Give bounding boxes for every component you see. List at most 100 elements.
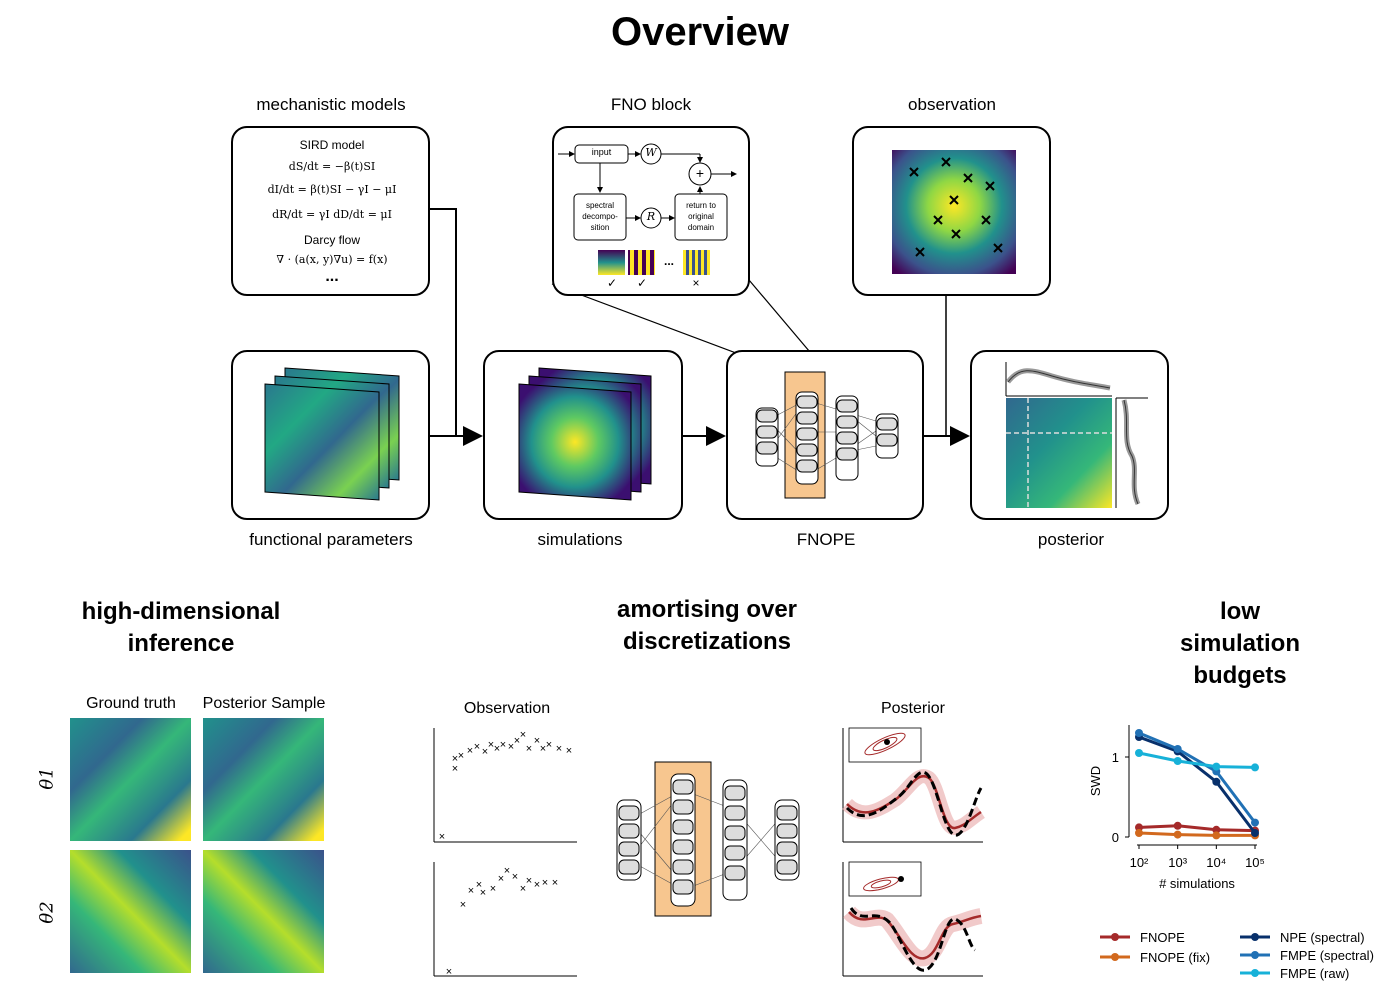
fno-block-box: input W + spectral decompo- sition R ret… [552, 126, 750, 296]
svg-text:×: × [467, 745, 473, 757]
posterior-sample-label: Posterior Sample [202, 695, 326, 712]
svg-text:×: × [490, 883, 496, 895]
svg-text:×: × [556, 743, 562, 755]
svg-text:×: × [542, 877, 548, 889]
simulations-box [483, 350, 683, 520]
svg-text:×: × [514, 735, 520, 747]
heading-line: inference [127, 630, 235, 657]
high-dim-heading: high-dimensional inference [82, 596, 281, 660]
network-diagram [616, 761, 800, 917]
y-tick-label: 1 [1112, 750, 1119, 765]
data-point [1173, 757, 1182, 765]
functional-parameters-caption: functional parameters [249, 530, 413, 549]
svg-text:×: × [504, 865, 510, 877]
data-point [1135, 749, 1143, 757]
legend-label: NPE (spectral) [1280, 930, 1365, 945]
data-point [1135, 823, 1143, 832]
svg-text:×: × [480, 887, 486, 899]
sird-model-title: SIRD model [299, 138, 365, 152]
svg-text:×: × [520, 883, 526, 895]
posterior-caption: posterior [1037, 530, 1105, 549]
svg-text:×: × [494, 743, 500, 755]
svg-text:×: × [534, 879, 540, 891]
simulation-stack [518, 367, 652, 501]
fnope-box [726, 350, 924, 520]
series-line [1138, 731, 1257, 824]
cross-icon: × [692, 276, 700, 290]
svg-text:×: × [540, 743, 546, 755]
data-point [1212, 762, 1221, 771]
data-point [1135, 729, 1143, 737]
series-line [1138, 751, 1256, 769]
legend-marker [1251, 969, 1259, 977]
svg-text:×: × [439, 831, 445, 843]
heading-line: discretizations [622, 628, 792, 655]
fno-block-diagram [558, 143, 737, 275]
more-models-ellipsis: ... [325, 268, 339, 285]
svg-text:×: × [512, 871, 518, 883]
w-operator-label: W [645, 146, 657, 159]
sird-equation-i: dI/dt = β(t)SI − γI − μI [267, 183, 397, 196]
legend-marker [1251, 933, 1259, 941]
simulations-caption: simulations [537, 530, 623, 549]
darcy-equation: ∇ · (a(x, y)∇u) = f(x) [276, 253, 388, 266]
page-title: Overview [611, 10, 789, 54]
data-point [1173, 745, 1182, 753]
data-point [1251, 829, 1259, 837]
svg-text:×: × [458, 750, 464, 762]
data-point [1251, 818, 1259, 827]
heading-line: low simulation [1179, 598, 1300, 657]
observation-scatter-plots: ××××××× ×××××× ×××××× ×××××× ×××××××× [433, 728, 577, 978]
theta2-label: θ2 [36, 901, 58, 924]
x-tick-label: 10² [1130, 855, 1149, 870]
data-point [1212, 777, 1221, 786]
posterior-box [970, 350, 1169, 520]
svg-text:×: × [452, 763, 458, 775]
x-tick-label: 10⁵ [1245, 855, 1265, 870]
data-point [1173, 821, 1182, 830]
modes-ellipsis: ... [663, 254, 674, 268]
series-line [1138, 831, 1255, 837]
theta1-label: θ1 [36, 767, 58, 790]
observation-box [852, 126, 1051, 296]
svg-text:×: × [476, 879, 482, 891]
return-domain-label: return to original domain [686, 201, 716, 232]
parameter-field-stack [264, 367, 400, 501]
check-icon: ✓ [636, 276, 648, 290]
x-tick-label: 10⁴ [1206, 855, 1226, 870]
r-operator-label: R [646, 210, 656, 223]
functional-parameters-box [231, 350, 430, 520]
observation-caption: observation [908, 95, 996, 114]
svg-text:×: × [452, 753, 458, 765]
series-line [1138, 735, 1257, 834]
legend-label: FMPE (raw) [1280, 966, 1349, 981]
x-axis-label: # simulations [1159, 876, 1235, 891]
svg-text:×: × [474, 741, 480, 753]
fno-block-caption: FNO block [610, 95, 692, 114]
legend-marker [1111, 953, 1119, 961]
amortising-heading: amortising over discretizations [617, 594, 797, 658]
data-point [1212, 825, 1221, 834]
observation-heatmap [892, 150, 1016, 274]
data-point [1212, 831, 1221, 840]
sird-equation-s: dS/dt = −β(t)SI [288, 160, 376, 173]
heading-line: amortising over [616, 596, 798, 623]
low-budget-heading: low simulation budgets [1160, 596, 1320, 692]
legend-label: FNOPE [1140, 930, 1185, 945]
svg-text:×: × [546, 739, 552, 751]
posterior-marginals [1005, 362, 1148, 508]
svg-text:×: × [488, 739, 494, 751]
svg-text:×: × [552, 877, 558, 889]
mechanistic-models-box: SIRD model dS/dt = −β(t)SI dI/dt = β(t)S… [231, 126, 430, 296]
ground-truth-label: Ground truth [86, 695, 176, 712]
svg-text:×: × [460, 899, 466, 911]
sum-node-label: + [695, 165, 705, 181]
posterior-label: Posterior [880, 700, 946, 717]
svg-text:×: × [468, 885, 474, 897]
input-label: input [591, 147, 612, 157]
mechanistic-models-caption: mechanistic models [256, 95, 406, 114]
check-icon: ✓ [606, 276, 618, 290]
svg-text:×: × [498, 873, 504, 885]
svg-text:×: × [534, 735, 540, 747]
legend-marker [1111, 933, 1119, 941]
